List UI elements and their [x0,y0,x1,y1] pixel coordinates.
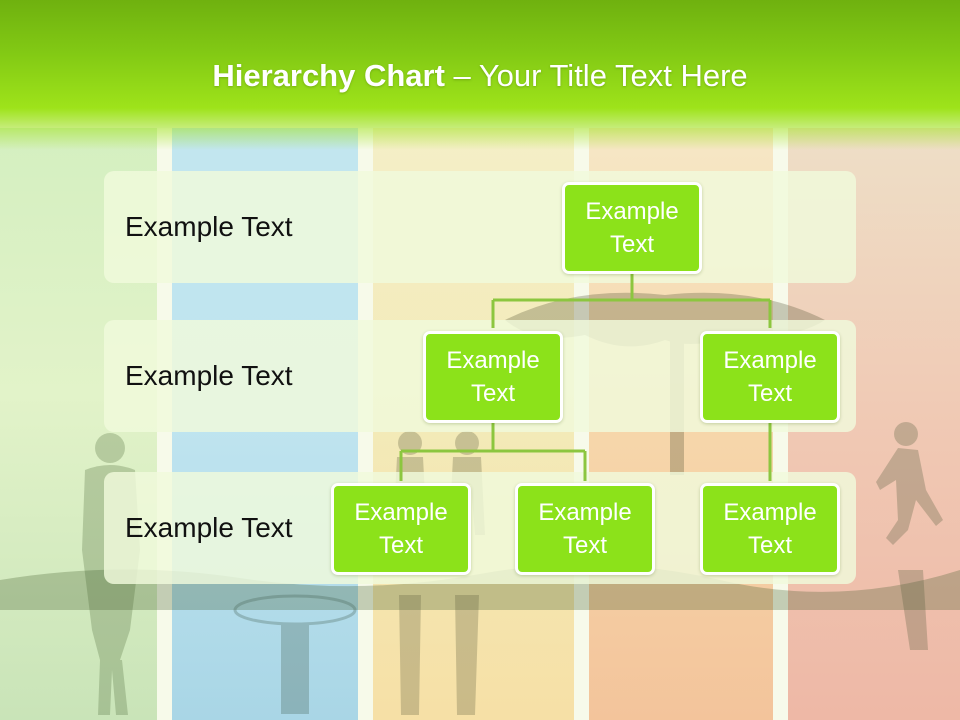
connector-root-to-level2 [491,274,772,328]
node-level3-b-label: Example Text [538,499,632,559]
node-level2-left[interactable]: Example Text [423,331,563,423]
node-level3-a-label: Example Text [354,499,448,559]
node-level3-b[interactable]: Example Text [515,483,655,575]
node-level3-c-label: Example Text [723,499,817,559]
level-label-1: Example Text [125,211,293,242]
node-root[interactable]: Example Text [562,182,702,274]
node-level2-left-label: Example Text [446,347,540,407]
title-bold: Hierarchy Chart [212,58,445,93]
slide-title: Hierarchy Chart – Your Title Text Here [0,56,960,96]
runner-silhouette [876,422,943,650]
node-level2-right-label: Example Text [723,347,817,407]
connector-level2-left-to-children [399,423,587,481]
node-root-label: Example Text [585,198,679,258]
node-level3-a[interactable]: Example Text [331,483,471,575]
node-level3-c[interactable]: Example Text [700,483,840,575]
title-rest: – Your Title Text Here [444,58,748,93]
hoop-silhouette [233,594,357,714]
title-bar [0,0,960,150]
grass-silhouette [0,564,960,610]
node-level2-right[interactable]: Example Text [700,331,840,423]
level-band-1: Example Text [104,171,856,283]
level-label-2: Example Text [125,360,293,391]
level-label-3: Example Text [125,512,293,543]
